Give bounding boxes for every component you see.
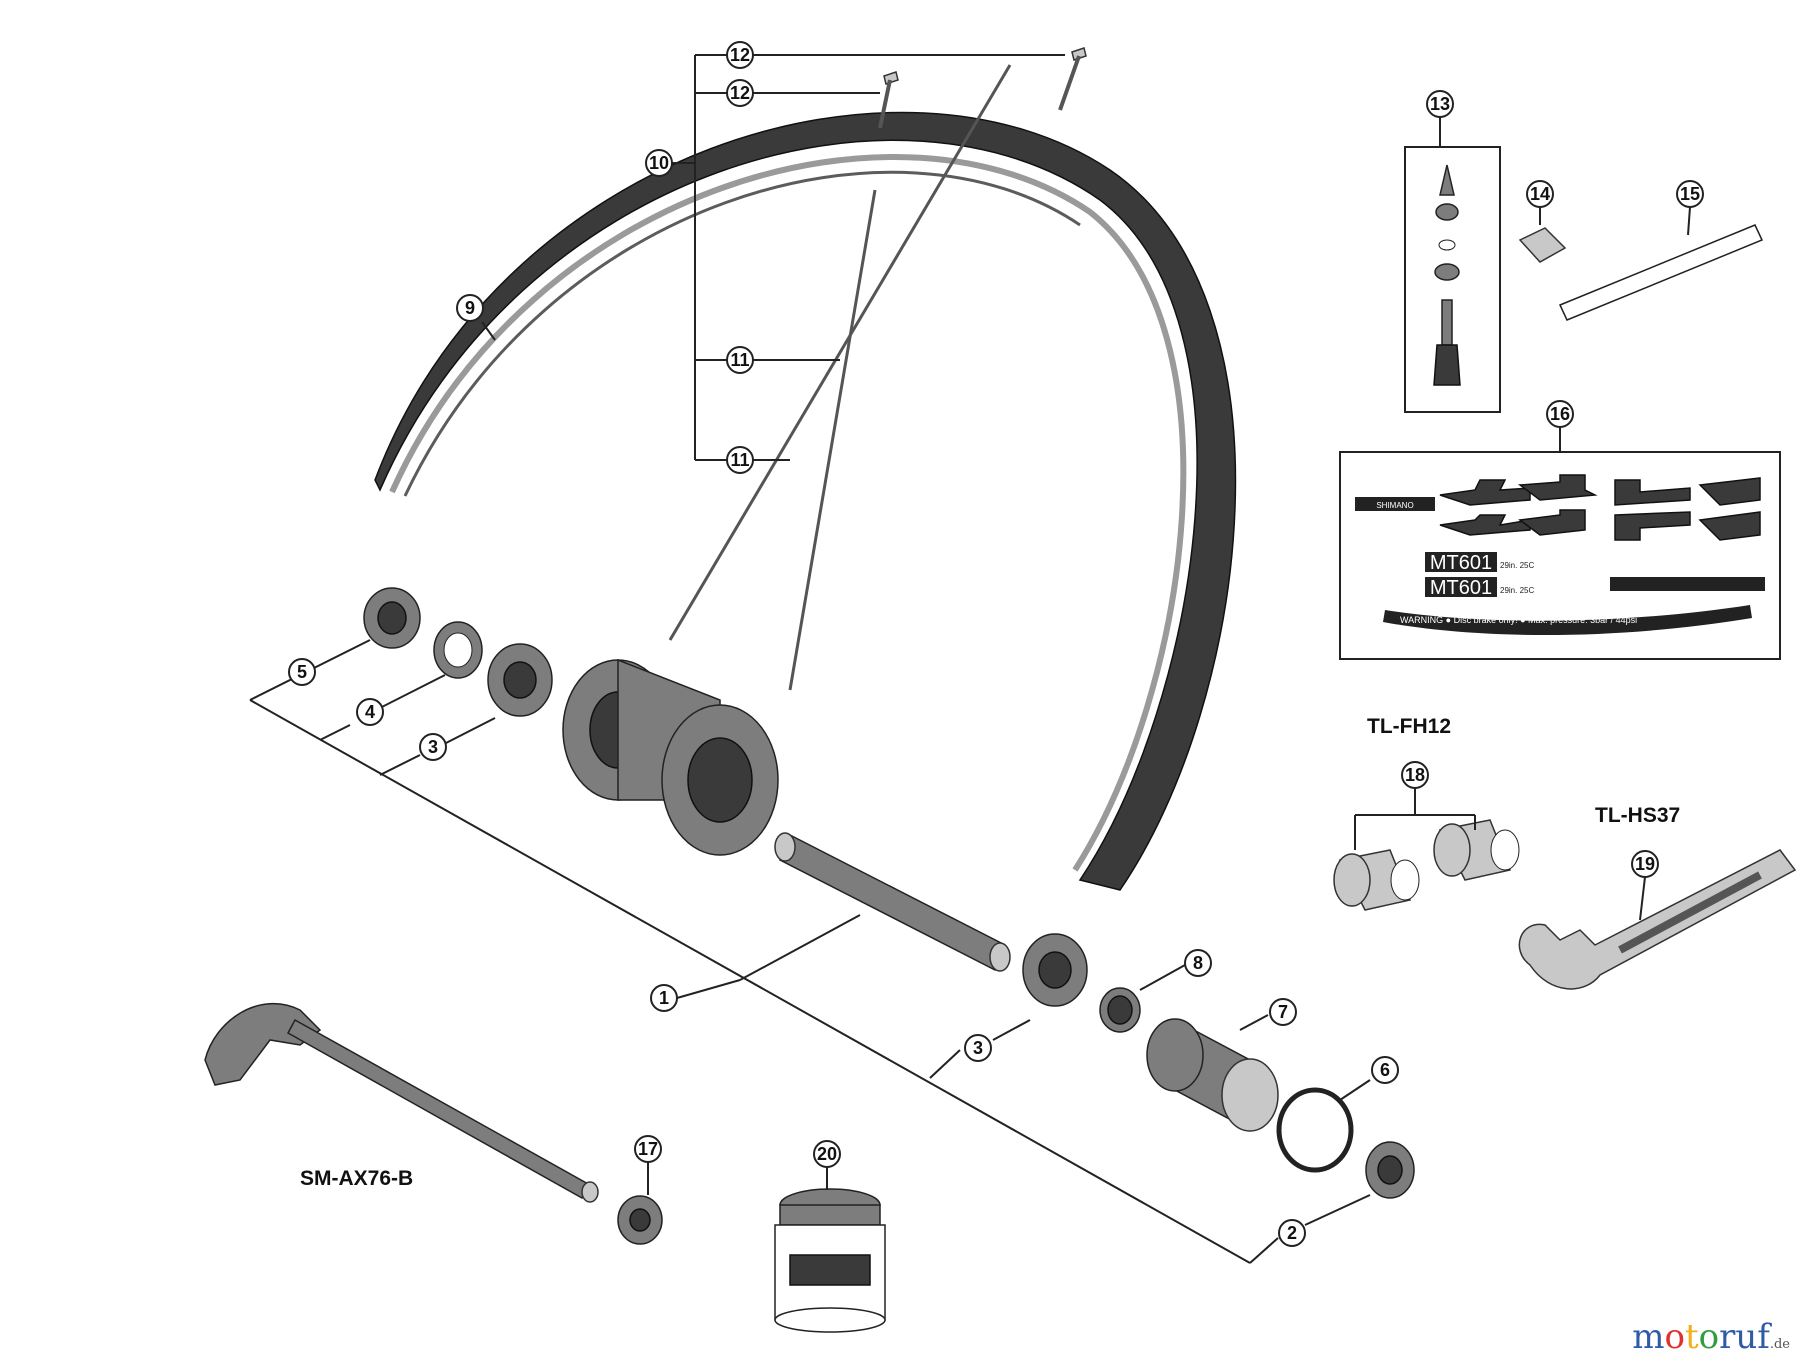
callout-5-number: 5 xyxy=(297,662,307,682)
freehub-body xyxy=(1146,1018,1279,1132)
watermark-letter-m: m xyxy=(1632,1317,1665,1357)
hub-spanner-label: TL-HS37 xyxy=(1595,804,1680,827)
freehub-tool-pair xyxy=(1333,819,1520,911)
callout-3-right: 3 xyxy=(964,1034,992,1062)
watermark-letter-o1: o xyxy=(1664,1317,1685,1357)
rim xyxy=(374,111,1237,891)
callout-2-number: 2 xyxy=(1287,1223,1297,1243)
callout-18-number: 18 xyxy=(1405,765,1425,785)
callout-11-bottom: 11 xyxy=(726,446,754,474)
callout-5: 5 xyxy=(288,658,316,686)
callout-15: 15 xyxy=(1676,180,1704,208)
watermark-letter-o2: o xyxy=(1698,1317,1720,1357)
callout-14: 14 xyxy=(1526,180,1554,208)
callout-16: 16 xyxy=(1546,400,1574,428)
valve-rim-nut xyxy=(1518,227,1567,263)
motoruf-watermark: motoruf.de xyxy=(1632,1317,1790,1357)
callout-2: 2 xyxy=(1278,1219,1306,1247)
end-cap-left xyxy=(363,587,421,649)
callout-4-number: 4 xyxy=(365,702,375,722)
valve-kit xyxy=(1404,146,1501,413)
callout-3-left-number: 3 xyxy=(428,737,438,757)
callout-14-number: 14 xyxy=(1530,184,1550,204)
callout-19: 19 xyxy=(1631,850,1659,878)
callout-20-number: 20 xyxy=(817,1144,837,1164)
callout-7: 7 xyxy=(1269,998,1297,1026)
callout-12-top: 12 xyxy=(726,41,754,69)
o-ring xyxy=(1276,1087,1354,1173)
hub-spanner-tool xyxy=(1518,849,1797,990)
callout-10: 10 xyxy=(645,149,673,177)
decal-size-text-1: 29in. 25C xyxy=(1500,561,1534,570)
decal-model-text-2: MT601 xyxy=(1430,577,1492,599)
callout-12-top-number: 12 xyxy=(730,45,750,65)
watermark-letters-ruf: ruf xyxy=(1719,1317,1770,1357)
callout-6: 6 xyxy=(1371,1056,1399,1084)
callout-17-number: 17 xyxy=(638,1139,658,1159)
callout-8-number: 8 xyxy=(1193,953,1203,973)
callout-8: 8 xyxy=(1184,949,1212,977)
callout-16-number: 16 xyxy=(1550,404,1570,424)
callout-7-number: 7 xyxy=(1278,1002,1288,1022)
callout-1-number: 1 xyxy=(659,988,669,1008)
end-cap-right xyxy=(1365,1141,1415,1199)
decal-warning-text: WARNING ● Disc brake only! ● Max. pressu… xyxy=(1400,615,1637,625)
rim-tape xyxy=(1558,224,1764,321)
watermark-tld: .de xyxy=(1769,1337,1790,1352)
callout-4: 4 xyxy=(356,698,384,726)
bearing-right xyxy=(1022,933,1088,1007)
watermark-letter-t: t xyxy=(1684,1317,1699,1357)
callout-13: 13 xyxy=(1426,90,1454,118)
decal-size-text-2: 29in. 25C xyxy=(1500,586,1534,595)
callout-3-right-number: 3 xyxy=(973,1038,983,1058)
callout-11-top: 11 xyxy=(726,346,754,374)
decal-model-text-1: MT601 xyxy=(1430,552,1492,574)
thru-axle-label: SM-AX76-B xyxy=(300,1167,413,1190)
decal-brand-text: SHIMANO xyxy=(1376,501,1413,510)
callout-13-number: 13 xyxy=(1430,94,1450,114)
callout-12-bottom-number: 12 xyxy=(730,83,750,103)
grease-jar xyxy=(774,1188,886,1333)
callout-18: 18 xyxy=(1401,761,1429,789)
thru-axle xyxy=(204,1003,599,1203)
callout-12-bottom: 12 xyxy=(726,79,754,107)
callout-9-number: 9 xyxy=(465,298,475,318)
axle xyxy=(774,832,1011,972)
spacer xyxy=(1099,987,1141,1033)
callout-9: 9 xyxy=(456,294,484,322)
bearing-left xyxy=(487,643,553,717)
spoke-nipples xyxy=(878,47,1087,129)
hub-body xyxy=(562,658,779,856)
spokes xyxy=(668,64,1012,691)
callout-3-left: 3 xyxy=(419,733,447,761)
callout-20: 20 xyxy=(813,1140,841,1168)
callout-10-number: 10 xyxy=(649,153,669,173)
dust-cap-left xyxy=(433,621,483,679)
callout-11-bottom-number: 11 xyxy=(730,450,749,470)
decal-sheet: SHIMANO MT601 29in. 25C MT601 29in. 25C … xyxy=(1339,451,1781,660)
axle-nut xyxy=(617,1195,663,1245)
callout-1: 1 xyxy=(650,984,678,1012)
callout-15-number: 15 xyxy=(1680,184,1700,204)
callout-6-number: 6 xyxy=(1380,1060,1390,1080)
freehub-tool-label: TL-FH12 xyxy=(1367,715,1451,738)
callout-11-top-number: 11 xyxy=(730,350,749,370)
callout-17: 17 xyxy=(634,1135,662,1163)
callout-19-number: 19 xyxy=(1635,854,1655,874)
